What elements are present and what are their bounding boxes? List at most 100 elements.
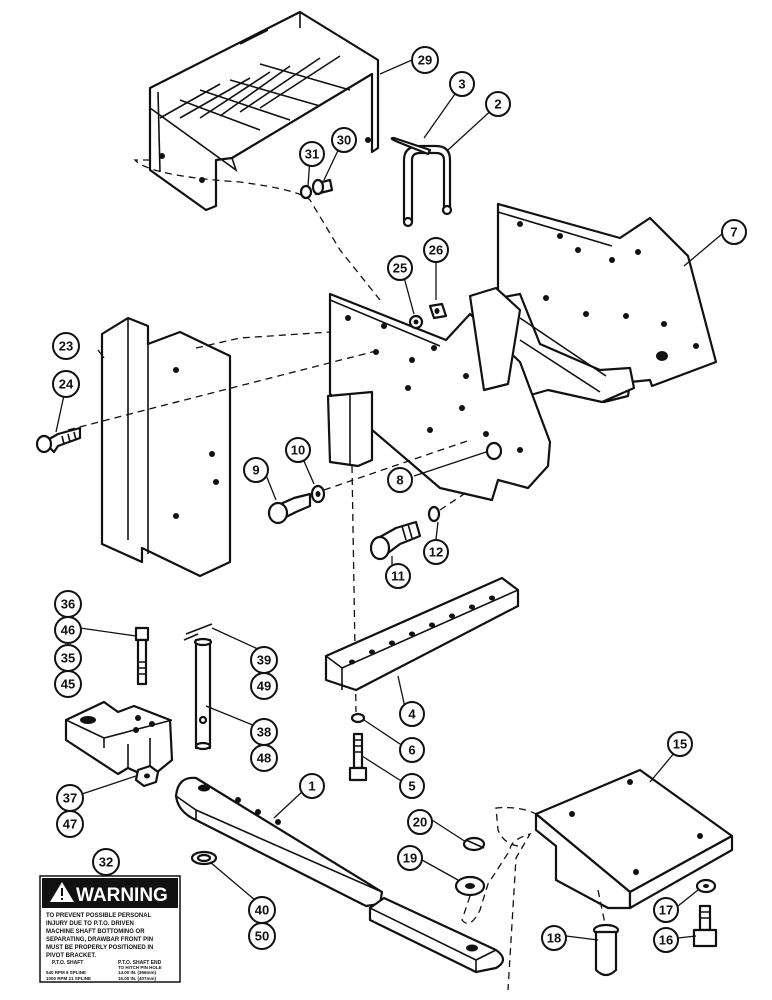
part-35-pivot-block [64, 700, 174, 780]
callout-9: 9 [243, 457, 269, 483]
assembly-guide-line-plate [461, 806, 607, 991]
callout-18: 18 [541, 925, 567, 951]
part-15-support-plate [534, 768, 734, 910]
warning-decal: WARNING TO PREVENT POSSIBLE PERSONAL INJ… [39, 875, 181, 983]
part-10-washer [310, 484, 326, 504]
callout-10-label: 10 [291, 443, 305, 458]
warning-row2-right: 16.00 IN. (407mm) [118, 976, 157, 981]
part-16-bolt [692, 904, 718, 948]
callout-16: 16 [653, 927, 679, 953]
assembly-guide-line-bolt-9 [323, 439, 471, 491]
callout-38: 38 [250, 718, 278, 746]
callout-37: 37 [56, 784, 84, 812]
callout-3-label: 3 [458, 77, 465, 92]
warning-triangle-icon [50, 882, 74, 902]
part-18-pin [592, 923, 620, 977]
callout-16-label: 16 [659, 933, 673, 948]
callout-32: 32 [92, 848, 120, 876]
callout-11: 11 [385, 563, 411, 589]
callout-24-label: 24 [59, 377, 74, 392]
callout-24: 24 [52, 370, 80, 398]
part-2-u-bolt [402, 144, 453, 228]
callout-20: 20 [407, 809, 433, 835]
assembly-guide-line-shield [133, 159, 381, 301]
warning-line-4: SEPARATING, DRAWBAR FRONT PIN [46, 937, 153, 943]
callout-8: 8 [387, 467, 413, 493]
callout-45-label: 45 [61, 677, 75, 692]
part-12-washer [427, 505, 441, 523]
callout-15: 15 [667, 731, 693, 757]
callout-2-label: 2 [494, 97, 501, 112]
callout-29: 29 [411, 46, 439, 74]
callout-6-label: 6 [408, 743, 415, 758]
callout-10: 10 [285, 437, 311, 463]
warning-line-3: MACHINE SHAFT BOTTOMING OR [46, 929, 145, 935]
callout-20-label: 20 [413, 815, 427, 830]
callout-45: 45 [54, 670, 82, 698]
callout-38-label: 38 [257, 725, 271, 740]
callout-37-label: 37 [63, 791, 77, 806]
part-19-washer [454, 875, 486, 897]
warning-line-6: PIVOT BRACKET. [46, 953, 96, 959]
callout-3: 3 [449, 71, 475, 97]
callout-49-label: 49 [257, 679, 271, 694]
callout-1-label: 1 [308, 779, 315, 794]
warning-table-left-header: P.T.O. SHAFT [52, 960, 83, 966]
part-6-washer [350, 712, 366, 724]
warning-title: WARNING [76, 885, 168, 906]
part-17-lock-washer [695, 878, 717, 894]
callout-49: 49 [250, 672, 278, 700]
part-1-drawbar [174, 776, 505, 974]
callout-39: 39 [250, 646, 278, 674]
callout-12: 12 [423, 539, 449, 565]
callout-4: 4 [399, 701, 425, 727]
callout-30-label: 30 [337, 133, 351, 148]
callout-15-label: 15 [673, 737, 687, 752]
callout-9-label: 9 [252, 463, 259, 478]
callout-50: 50 [248, 922, 276, 950]
warning-row1-right: 14.00 IN. (356mm) [118, 970, 157, 975]
callout-19: 19 [397, 845, 423, 871]
callout-1: 1 [299, 773, 325, 799]
callout-23: 23 [52, 332, 80, 360]
part-5-bolt [348, 732, 368, 782]
warning-row1-left: 540 RPM 6 SPLINE [46, 970, 86, 975]
callout-29-label: 29 [418, 53, 432, 68]
callout-25: 25 [387, 255, 413, 281]
part-3-cotter-pin [390, 136, 432, 156]
callout-23-label: 23 [59, 339, 73, 354]
callout-47-label: 47 [63, 817, 77, 832]
callout-12-label: 12 [429, 545, 443, 560]
callout-35-label: 35 [61, 651, 75, 666]
callout-26-label: 26 [429, 243, 443, 258]
part-9-bolt [267, 492, 312, 525]
callout-5-label: 5 [408, 779, 415, 794]
part-11-bolt [369, 520, 422, 561]
warning-line-1: TO PREVENT POSSIBLE PERSONAL [46, 913, 152, 919]
callout-7-label: 7 [730, 225, 737, 240]
callout-31: 31 [299, 141, 325, 167]
callout-17-label: 17 [659, 903, 673, 918]
part-39-pin [183, 623, 213, 751]
callout-31-label: 31 [305, 147, 319, 162]
part-31-lock-washer [299, 184, 313, 200]
callout-4-label: 4 [408, 707, 416, 722]
callout-35: 35 [54, 644, 82, 672]
warning-line-5: MUST BE PROPERLY POSITIONED IN [46, 945, 153, 951]
part-4-hole-bar [324, 576, 520, 692]
part-37-nut [134, 764, 160, 788]
callout-47: 47 [56, 810, 84, 838]
callout-7: 7 [721, 219, 747, 245]
assembly-guide-line-bolt-11 [439, 489, 471, 511]
part-24-bolt [35, 426, 82, 454]
warning-line-2: INJURY DUE TO P.T.O. DRIVEN [46, 921, 134, 927]
callout-26: 26 [423, 237, 449, 263]
callout-40: 40 [248, 896, 276, 924]
part-20-lynch-pin [462, 836, 486, 852]
warning-table-right-header2: TO HITCH PIN HOLE [118, 965, 162, 970]
callout-36: 36 [54, 590, 82, 618]
part-30-bolt [311, 178, 334, 196]
callout-8-label: 8 [396, 473, 403, 488]
callout-40-label: 40 [255, 903, 269, 918]
